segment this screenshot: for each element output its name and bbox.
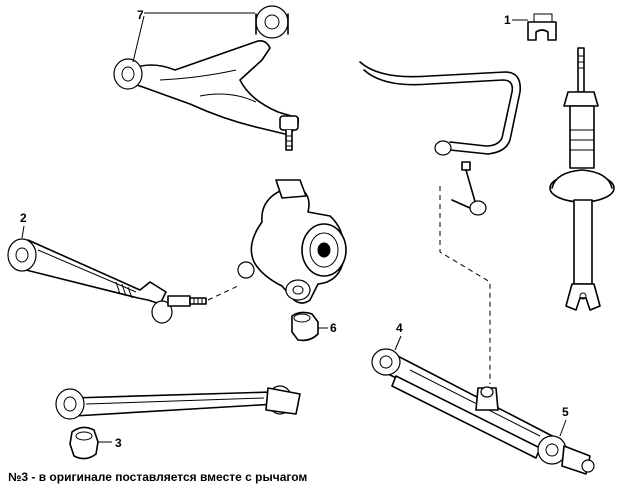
callout-part-5: 5 [559,405,569,437]
callout-part-3: 3 [98,436,122,450]
lower-control-arm [371,348,561,459]
lateral-link [7,238,239,324]
callout-part-6: 6 [318,321,337,335]
footnote: №3 - в оригинале поставляется вместе с р… [8,470,308,484]
svg-text:7: 7 [137,8,144,22]
lower-link [55,385,301,420]
svg-text:4: 4 [396,321,403,335]
svg-text:2: 2 [20,211,27,225]
callout-part-1: 1 [504,13,528,27]
svg-text:5: 5 [562,405,569,419]
shock-absorber [549,47,615,311]
svg-text:6: 6 [330,321,337,335]
lower-arm-rear-bushing [537,435,595,475]
svg-text:1: 1 [504,13,511,27]
callout-part-7: 7 [132,8,255,63]
callout-part-4: 4 [394,321,403,351]
knuckle-bushing [291,311,319,342]
lower-link-bushing [69,426,99,460]
stabilizer-bar [359,61,522,216]
svg-text:3: 3 [115,436,122,450]
steering-knuckle [237,179,347,304]
upper-control-arm [113,5,300,151]
callout-part-2: 2 [20,211,27,239]
stabilizer-bushing [527,13,557,41]
assembly-guide [439,186,491,384]
